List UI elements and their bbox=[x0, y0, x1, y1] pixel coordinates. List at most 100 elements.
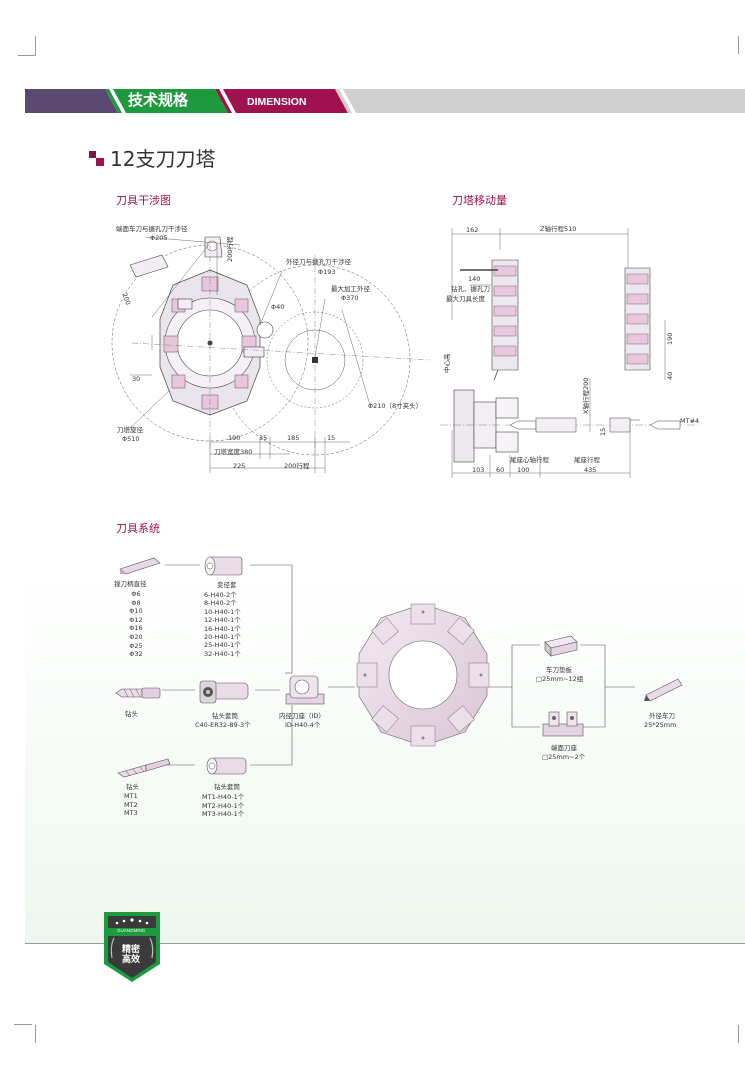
sleeve-item: 25-H40-1个 bbox=[204, 641, 241, 650]
dim-35: 35 bbox=[259, 434, 268, 442]
boring-bar-size: Φ32 bbox=[129, 650, 143, 659]
face-tool-dia: Φ205 bbox=[150, 234, 168, 242]
quality-badge bbox=[104, 912, 160, 982]
page-title: 12支刀刀塔 bbox=[110, 147, 216, 171]
reducing-sleeve-icon bbox=[204, 556, 243, 576]
collet-label: 钻头套筒 bbox=[212, 712, 238, 720]
phi40-label: Φ40 bbox=[271, 303, 285, 311]
taper-sleeve-item: MT3-H40-1个 bbox=[202, 810, 245, 819]
title-bullet-icon bbox=[96, 158, 104, 166]
dim-103: 103 bbox=[472, 466, 485, 474]
dim-30: 30 bbox=[132, 375, 141, 383]
drill-label-1: 钻孔、搪孔刀 bbox=[451, 285, 490, 293]
dim-435: 435 bbox=[584, 466, 597, 474]
boring-bar-size: Φ12 bbox=[129, 615, 143, 624]
id-holder-label: 内径刀座（ID） bbox=[279, 712, 325, 720]
sleeve-item: 10-H40-1个 bbox=[204, 607, 241, 616]
section-title-turret-travel: 刀塔移动量 bbox=[452, 194, 507, 207]
dim-15-right: 15 bbox=[599, 427, 607, 436]
crop-mark bbox=[35, 36, 36, 56]
drill-label: 钻头 bbox=[125, 710, 138, 718]
taper-sleeve-label: 钻头套筒 bbox=[214, 783, 240, 791]
sleeve-items: 6-H40-2个 8-H40-2个 10-H40-1个 12-H40-1个 16… bbox=[204, 591, 254, 658]
taper-sleeve-item: MT1-H40-1个 bbox=[202, 793, 245, 801]
boring-bar-size: Φ16 bbox=[129, 624, 143, 633]
taper-drill-items: MT1 MT2 MT3 bbox=[124, 792, 144, 818]
tail-center-travel: 尾座心轴行程 bbox=[510, 456, 549, 464]
od-tool-dia: Φ193 bbox=[318, 268, 336, 276]
badge-line2: 高效 bbox=[122, 955, 141, 965]
face-holder-item: □25mm~2个 bbox=[542, 753, 586, 761]
sleeve-item: 20-H40-1个 bbox=[204, 633, 241, 642]
content-background bbox=[25, 113, 745, 943]
section-title-interference: 刀具干涉图 bbox=[116, 194, 171, 207]
dim-190-right: 190 bbox=[666, 332, 674, 345]
sleeve-item: 6-H40-2个 bbox=[204, 591, 237, 599]
id-holder-icon bbox=[285, 675, 325, 705]
dim-162: 162 bbox=[466, 226, 479, 234]
od-tool-label: 外径车刀 bbox=[649, 712, 675, 720]
sleeve-item: 32-H40-1个 bbox=[204, 649, 241, 658]
turret-image bbox=[356, 603, 490, 747]
dim-100: 100 bbox=[517, 466, 530, 474]
crop-mark bbox=[35, 1025, 36, 1043]
crop-mark bbox=[738, 36, 739, 54]
boring-bar-size: Φ8 bbox=[131, 598, 141, 607]
turret-swing-label: 刀塔旋径 bbox=[117, 426, 143, 434]
crop-mark bbox=[738, 1025, 739, 1043]
collet-sleeve-icon bbox=[199, 680, 249, 704]
mt4-label: MT#4 bbox=[680, 417, 700, 425]
interference-diagram bbox=[111, 236, 431, 473]
taper-sleeve-items: MT1-H40-1个 MT2-H40-1个 MT3-H40-1个 bbox=[202, 793, 254, 819]
travel-200: 200行程 bbox=[284, 462, 310, 470]
boring-bar-size: Φ6 bbox=[131, 590, 141, 598]
title-bullet-icon bbox=[89, 151, 96, 158]
header-band bbox=[25, 89, 745, 113]
shim-item: □25mm~12组 bbox=[536, 675, 584, 683]
od-turning-tool-icon bbox=[644, 678, 683, 702]
face-holder-label: 端面刀座 bbox=[551, 744, 577, 752]
taper-drill-icon bbox=[117, 758, 171, 778]
tool-shim-icon bbox=[544, 635, 578, 657]
face-holder-icon bbox=[542, 711, 584, 737]
dim-225: 225 bbox=[233, 462, 246, 470]
crop-mark bbox=[18, 55, 36, 56]
face-tool-label: 端面车刀与搪孔刀干涉径 bbox=[116, 225, 188, 233]
header-en-title: DIMENSION bbox=[247, 96, 307, 108]
tail-travel: 尾座行程 bbox=[574, 456, 600, 464]
spindle-label: 中心高 bbox=[443, 353, 451, 374]
taper-sleeve-item: MT2-H40-1个 bbox=[202, 801, 245, 810]
boring-bar-size: Φ25 bbox=[129, 641, 143, 650]
shim-label: 车刀垫板 bbox=[546, 666, 572, 674]
dim-40: 40 bbox=[666, 371, 674, 380]
chuck-dia: Φ210（8寸夹头） bbox=[368, 402, 423, 410]
boring-bar-label: 镗刀柄直径 bbox=[114, 580, 147, 588]
dim-185: 185 bbox=[287, 434, 300, 442]
z-travel: Z轴行程510 bbox=[540, 225, 577, 233]
boring-bar-size: Φ20 bbox=[129, 632, 143, 641]
crop-mark bbox=[14, 1024, 32, 1025]
od-tool-label: 外径刀与搪孔刀干涉径 bbox=[286, 258, 351, 266]
header-cn-title: 技术规格 bbox=[128, 91, 189, 109]
collet-item: C40-ER32-89-3个 bbox=[195, 721, 251, 729]
x-travel: X轴行程200 bbox=[582, 377, 590, 414]
turret-travel-diagram bbox=[440, 228, 700, 478]
badge-line1: 精密 bbox=[122, 945, 141, 955]
boring-bar-size: Φ10 bbox=[129, 607, 143, 616]
turret-width: 刀塔宽度380 bbox=[214, 448, 253, 456]
boring-bar-sizes: Φ6 Φ8 Φ10 Φ12 Φ16 Φ20 Φ25 Φ32 bbox=[124, 590, 148, 659]
max-od-dia: Φ370 bbox=[341, 294, 359, 302]
badge-banner: GUANGMING bbox=[117, 928, 146, 933]
drill-icon bbox=[115, 687, 161, 699]
dim-190: 190 bbox=[228, 434, 241, 442]
taper-sleeve-icon bbox=[206, 757, 247, 775]
drill-label-2: 最大刀具长度 bbox=[446, 295, 485, 303]
sleeve-item: 16-H40-1个 bbox=[204, 624, 241, 633]
sleeve-item: 8-H40-2个 bbox=[204, 599, 237, 608]
boring-bar-icon bbox=[119, 557, 161, 575]
taper-drill-item: MT3 bbox=[124, 809, 138, 818]
sleeve-label: 变径套 bbox=[217, 581, 237, 589]
dim-15: 15 bbox=[327, 434, 336, 442]
dim-140: 140 bbox=[468, 275, 481, 283]
turret-swing-dia: Φ510 bbox=[122, 435, 140, 443]
